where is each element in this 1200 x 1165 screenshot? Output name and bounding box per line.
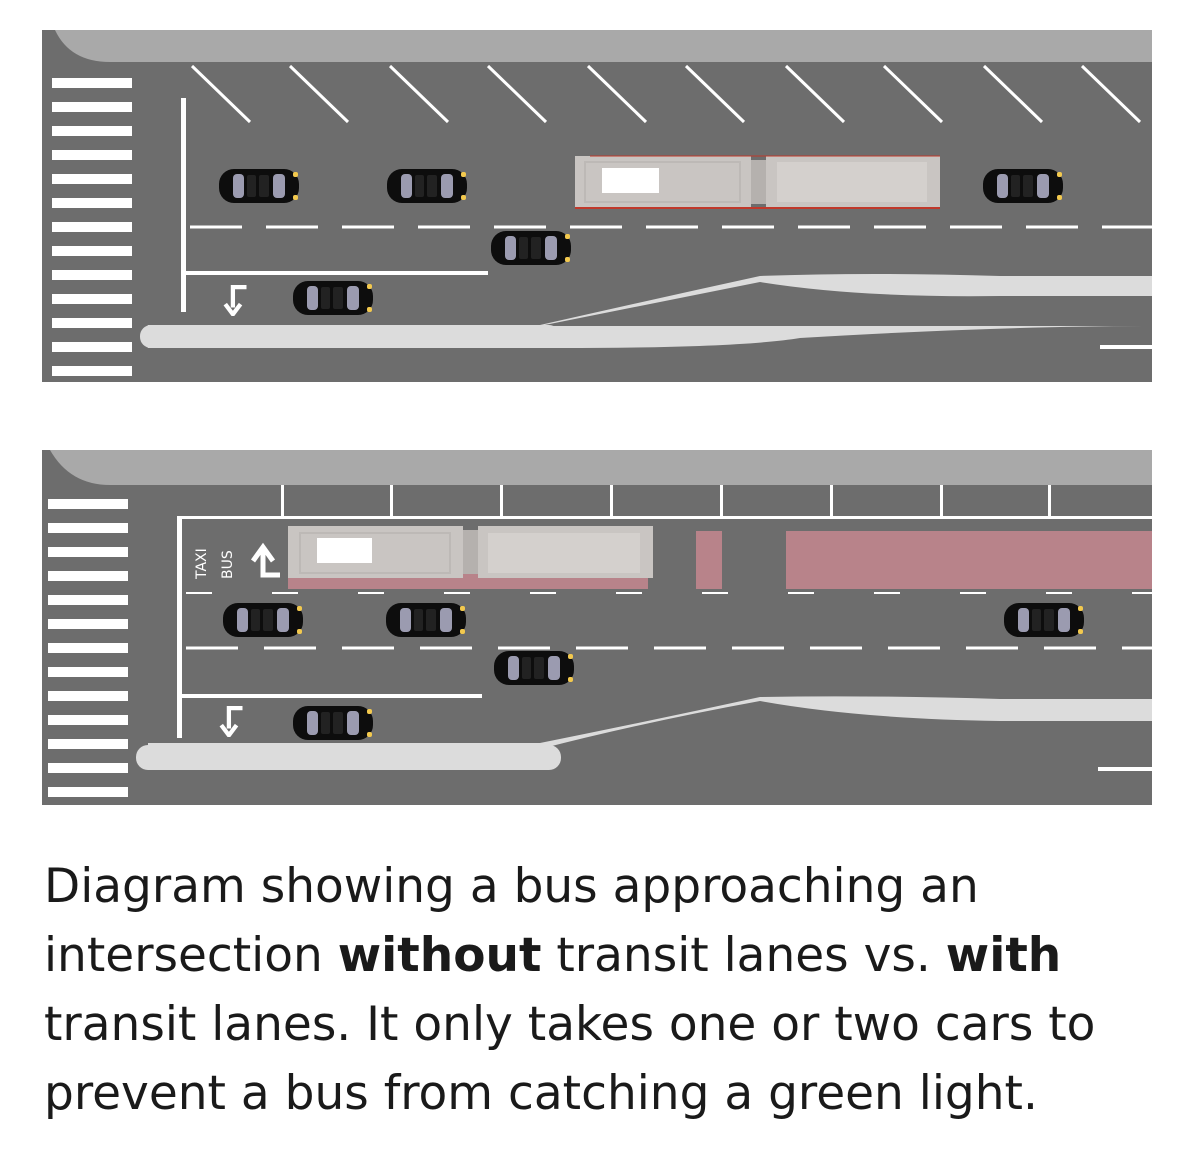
stop-line bbox=[177, 516, 182, 738]
diagram-without-transit-lanes bbox=[0, 0, 1200, 400]
car bbox=[223, 603, 303, 637]
straight-right-arrow-icon bbox=[250, 542, 280, 578]
caption-part-1: Diagram showing a bus approaching an int… bbox=[44, 859, 979, 983]
crosswalk bbox=[52, 78, 132, 376]
median-nose bbox=[140, 325, 560, 348]
caption-part-3: transit lanes. It only takes one or two … bbox=[44, 997, 1096, 1121]
car bbox=[293, 706, 373, 740]
lane-text-taxi: TAXI bbox=[194, 548, 210, 580]
median-nose bbox=[136, 745, 561, 770]
turn-lane-line bbox=[182, 694, 482, 698]
crosswalk bbox=[48, 499, 128, 797]
bus-lane bbox=[288, 531, 1152, 589]
caption-bold-with: with bbox=[945, 928, 1062, 983]
car bbox=[387, 169, 467, 203]
top-curb bbox=[50, 450, 1152, 485]
lane-stub bbox=[1098, 767, 1152, 771]
diagram-with-transit-lanes: TAXI BUS bbox=[0, 423, 1200, 823]
lane-stub bbox=[1100, 345, 1152, 349]
caption-part-2: transit lanes vs. bbox=[541, 928, 946, 983]
stop-line bbox=[181, 98, 186, 312]
car bbox=[491, 231, 571, 265]
car bbox=[219, 169, 299, 203]
lane-text-bus: BUS bbox=[220, 550, 236, 579]
car bbox=[386, 603, 466, 637]
caption: Diagram showing a bus approaching an int… bbox=[44, 852, 1184, 1128]
car bbox=[293, 281, 373, 315]
top-curb bbox=[55, 30, 1152, 62]
car bbox=[1004, 603, 1084, 637]
car bbox=[494, 651, 574, 685]
bus bbox=[288, 526, 653, 578]
bus bbox=[575, 155, 940, 209]
parking-lane-markings bbox=[182, 485, 1152, 519]
turn-lane-line bbox=[186, 271, 488, 275]
caption-bold-without: without bbox=[337, 928, 542, 983]
parking-stripes bbox=[190, 64, 1142, 124]
median-island bbox=[148, 696, 1152, 749]
car bbox=[983, 169, 1063, 203]
